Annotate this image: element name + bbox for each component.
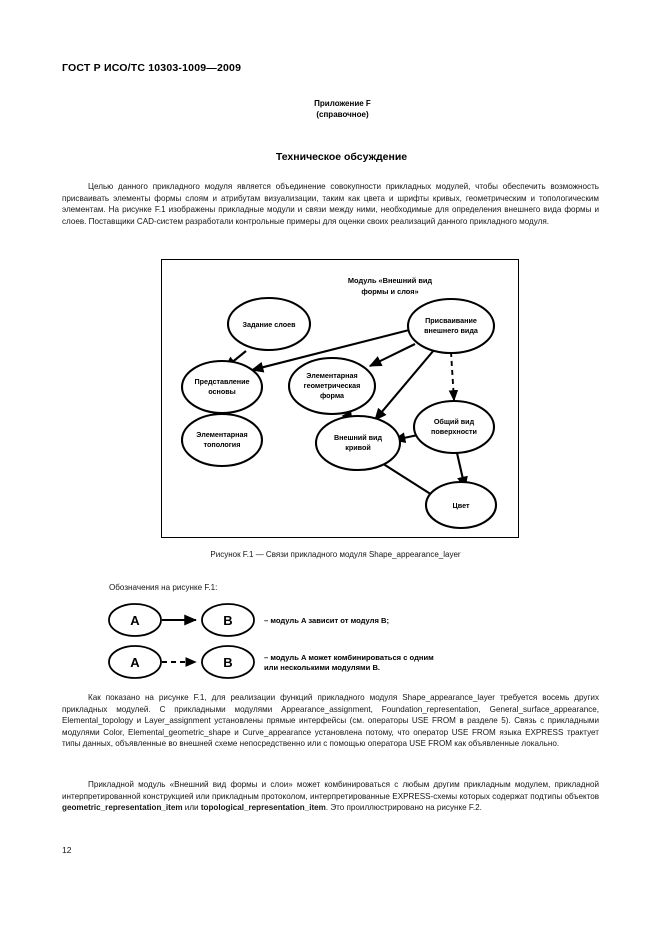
node-layer-assignment: Задание слоев bbox=[226, 296, 312, 352]
legend-node-a-solid: A bbox=[130, 613, 140, 628]
node-foundation-representation: Представление основы bbox=[180, 359, 264, 415]
edge-appearance-to-foundation bbox=[250, 326, 418, 373]
legend-description-dashed-2: или несколькими модулями B. bbox=[264, 663, 380, 672]
node-curve-appearance: Внешний вид кривой bbox=[314, 414, 402, 472]
node-appearance-assignment: Присваивание внешнего вида bbox=[406, 297, 496, 355]
diagram-title-line1: Модуль «Внешний вид bbox=[348, 276, 433, 285]
figure-f1-diagram: Модуль «Внешний вид формы и слоя» bbox=[180, 276, 498, 530]
node-color: Цвет bbox=[424, 480, 498, 530]
legend-node-b-solid: B bbox=[223, 613, 232, 628]
section-title: Техническое обсуждение bbox=[275, 151, 408, 163]
tail-paragraph-1: Как показано на рисунке F.1, для реализа… bbox=[62, 692, 599, 750]
tail-paragraph-2-end: . Это проиллюстрировано на рисунке F.2. bbox=[325, 803, 482, 813]
figure-f1-frame: Модуль «Внешний вид формы и слоя» bbox=[161, 259, 519, 538]
node-elemental-topology: Элементарная топология bbox=[180, 412, 264, 468]
node-curve-appearance-label-2: кривой bbox=[345, 443, 371, 452]
edge-appearance-to-general-surface-dashed bbox=[448, 351, 459, 402]
node-appearance-assignment-label-2: внешнего вида bbox=[424, 326, 479, 335]
page-number: 12 bbox=[62, 845, 72, 855]
intro-paragraph: Целью данного прикладного модуля являетс… bbox=[62, 181, 599, 227]
annex-label: Приложение F bbox=[314, 99, 371, 108]
tail-paragraph-2: Прикладной модуль «Внешний вид формы и с… bbox=[62, 779, 599, 814]
entity-geometric-representation-item: geometric_representation_item bbox=[62, 803, 183, 813]
tail-paragraph-2-mid: или bbox=[182, 803, 201, 813]
node-color-label: Цвет bbox=[453, 501, 470, 510]
standard-header: ГОСТ Р ИСО/ТС 10303-1009—2009 bbox=[62, 62, 242, 74]
annex-kind: (справочное) bbox=[316, 110, 369, 119]
node-elemental-topology-label-1: Элементарная bbox=[196, 430, 247, 439]
figure-caption: Рисунок F.1 — Связи прикладного модуля S… bbox=[210, 550, 461, 559]
node-general-surface-appearance: Общий вид поверхности bbox=[412, 399, 496, 455]
node-elemental-geometric-label-2: геометрическая bbox=[304, 381, 361, 390]
node-foundation-label-1: Представление bbox=[194, 377, 249, 386]
node-appearance-assignment-label-1: Присваивание bbox=[425, 316, 477, 325]
edge-appearance-to-curve-appearance bbox=[374, 349, 435, 421]
tail-paragraph-2-lead: Прикладной модуль «Внешний вид формы и с… bbox=[62, 780, 599, 801]
node-elemental-geometric-shape: Элементарная геометрическая форма bbox=[287, 356, 377, 416]
legend-heading: Обозначения на рисунке F.1: bbox=[109, 583, 218, 592]
node-layer-assignment-label: Задание слоев bbox=[242, 320, 296, 329]
node-general-surface-label-1: Общий вид bbox=[434, 417, 475, 426]
entity-topological-representation-item: topological_representation_item bbox=[200, 803, 326, 813]
legend-node-b-dashed: B bbox=[223, 655, 232, 670]
legend-node-a-dashed: A bbox=[130, 655, 140, 670]
legend-description-dashed-1: – модуль A может комбинироваться с одним bbox=[264, 653, 434, 662]
annex-heading: Приложение F (справочное) bbox=[0, 98, 661, 120]
node-curve-appearance-label-1: Внешний вид bbox=[334, 433, 383, 442]
intro-paragraph-text: Целью данного прикладного модуля являетс… bbox=[62, 182, 599, 226]
legend-svg: A B – модуль A зависит от модуля B; A B … bbox=[108, 603, 434, 679]
node-elemental-geometric-label-3: форма bbox=[320, 391, 345, 400]
legend-entry-solid: A B – модуль A зависит от модуля B; bbox=[108, 603, 389, 637]
tail-paragraph-1-text: Как показано на рисунке F.1, для реализа… bbox=[62, 693, 599, 749]
legend-entry-dashed: A B – модуль A может комбинироваться с о… bbox=[108, 645, 434, 679]
node-elemental-topology-label-2: топология bbox=[204, 440, 241, 449]
node-elemental-geometric-label-1: Элементарная bbox=[306, 371, 357, 380]
diagram-title-line2: формы и слоя» bbox=[361, 287, 418, 296]
legend-diagrams: A B – модуль A зависит от модуля B; A B … bbox=[104, 598, 524, 684]
legend-description-solid: – модуль A зависит от модуля B; bbox=[264, 616, 389, 625]
node-foundation-label-2: основы bbox=[208, 387, 236, 396]
node-general-surface-label-2: поверхности bbox=[431, 427, 477, 436]
edge-appearance-to-elemental-geometric bbox=[368, 343, 416, 367]
